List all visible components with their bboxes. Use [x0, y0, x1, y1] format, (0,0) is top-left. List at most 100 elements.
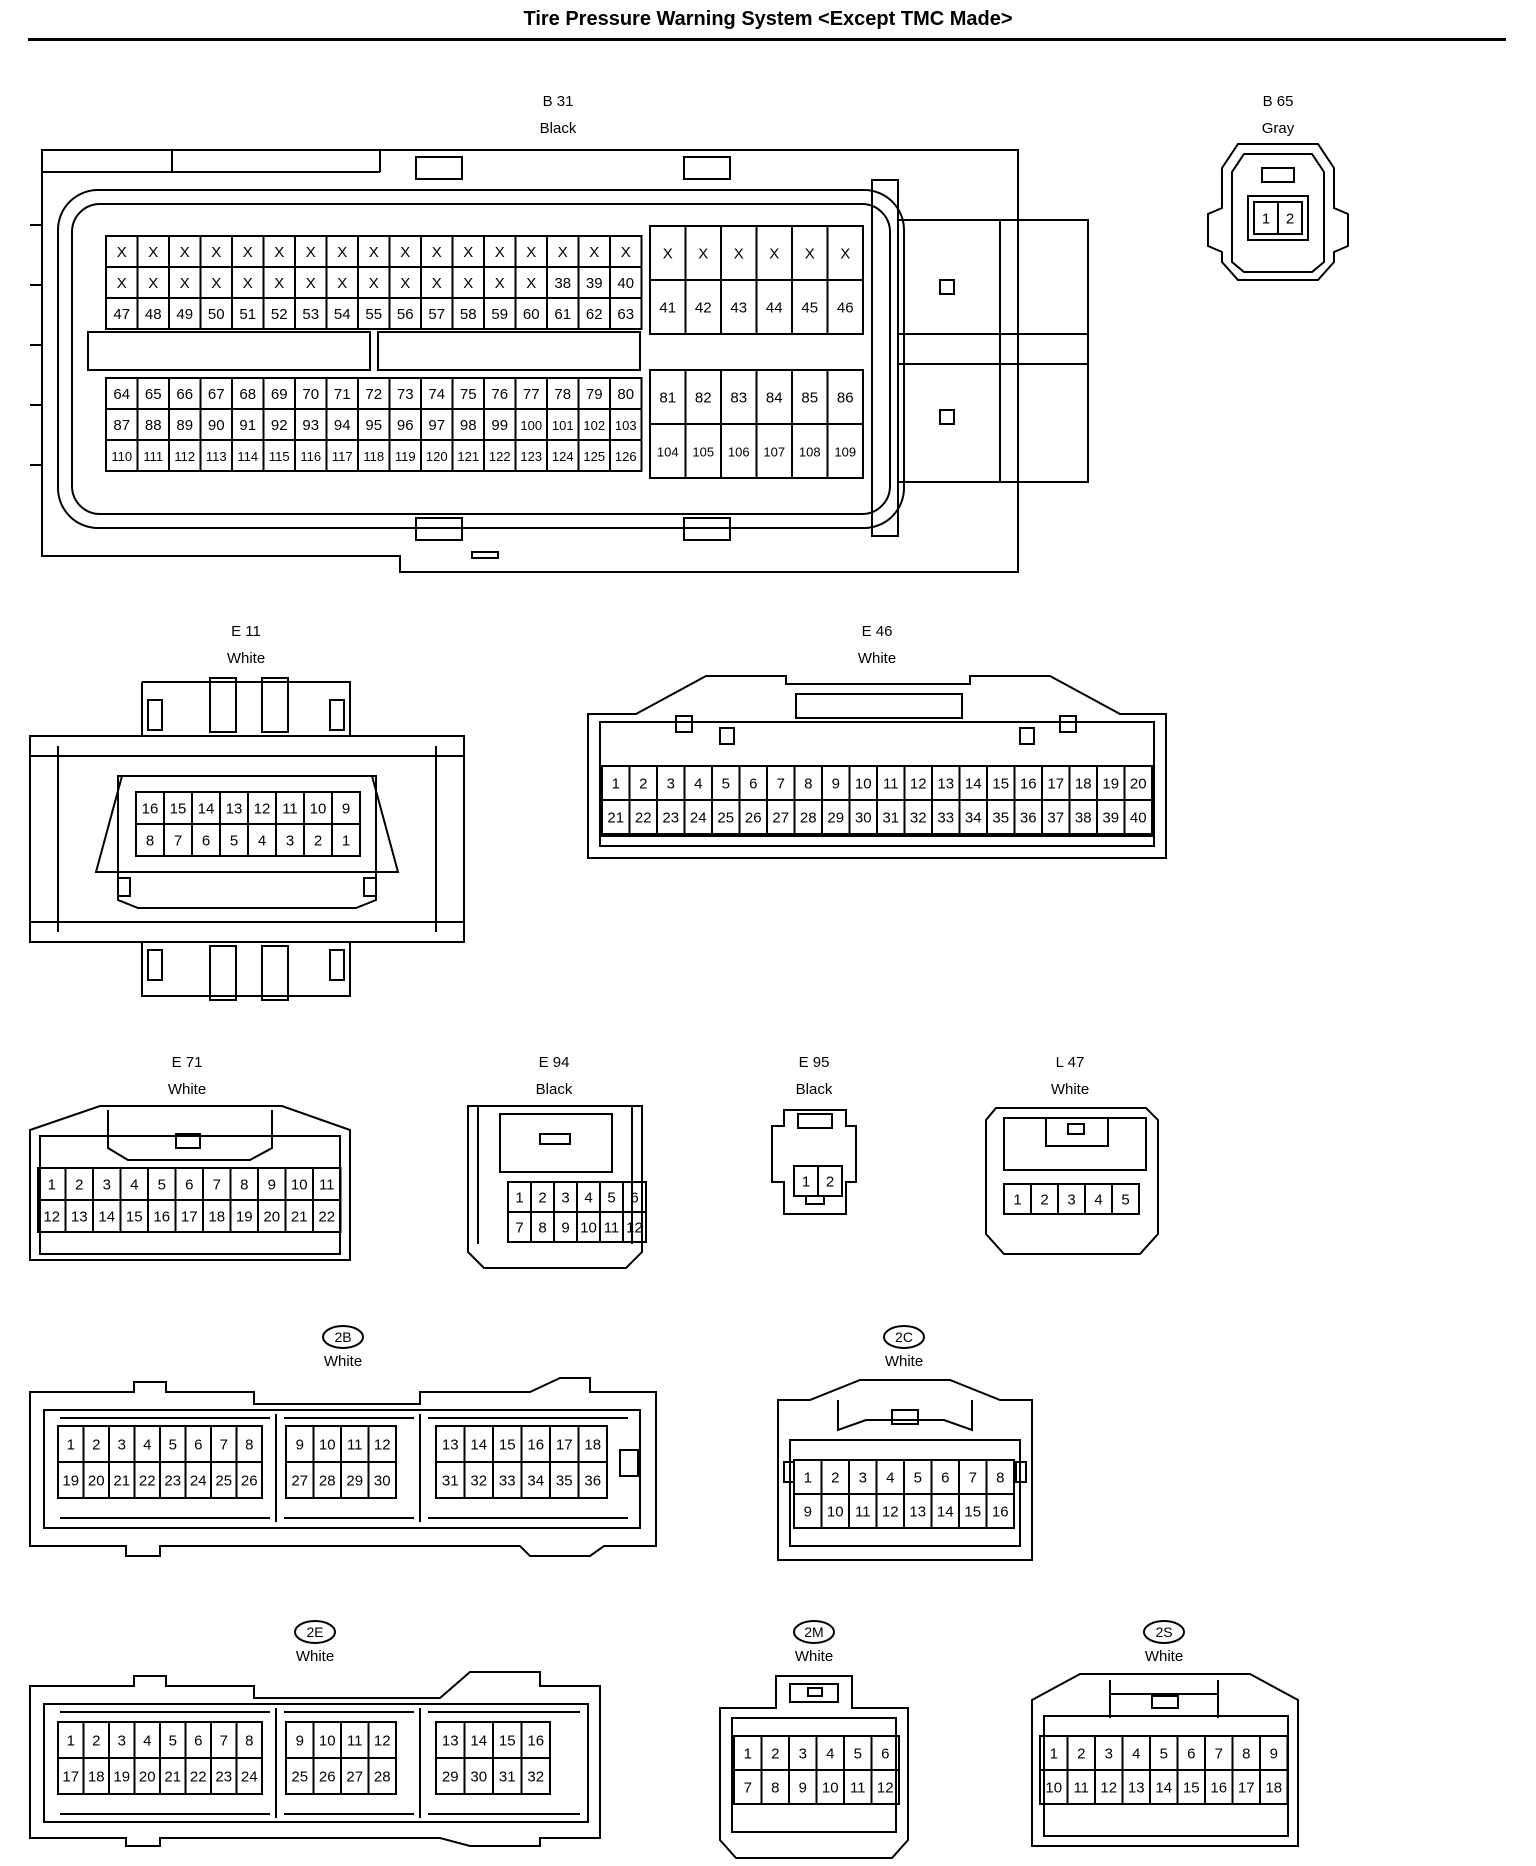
pin-label: 17	[181, 1208, 198, 1225]
pin-label: 53	[302, 306, 319, 323]
pin-label: 29	[346, 1472, 363, 1489]
pin-label: 84	[766, 389, 783, 406]
pin-cell	[622, 1211, 647, 1243]
pin-label: 102	[583, 418, 605, 433]
pin-label: 5	[1121, 1191, 1129, 1208]
pin-label: 4	[826, 1745, 834, 1762]
pin-label: X	[526, 244, 536, 261]
pin-label: 126	[615, 449, 637, 464]
pin-label: 22	[318, 1208, 335, 1225]
pin-label: 33	[937, 809, 954, 826]
pin-label: 21	[113, 1472, 130, 1489]
pin-label: 21	[291, 1208, 308, 1225]
pin-label: 10	[291, 1176, 308, 1193]
pin-label: 40	[617, 275, 634, 292]
pin-label: 15	[499, 1732, 516, 1749]
pin-label: 28	[800, 809, 817, 826]
pin-cell	[367, 1461, 397, 1499]
connector-2s-housing	[1031, 1673, 1299, 1847]
pin-label: 20	[1130, 775, 1147, 792]
pin-label: 17	[1238, 1779, 1255, 1796]
pin-label: 69	[271, 386, 288, 403]
pin-label: 1	[612, 775, 620, 792]
pin-cell	[312, 1199, 342, 1233]
pin-label: 73	[397, 386, 414, 403]
pin-label: 1	[1050, 1745, 1058, 1762]
pin-label: 14	[470, 1732, 487, 1749]
pin-cell	[367, 1757, 397, 1795]
pin-label: 24	[690, 809, 707, 826]
pin-label: X	[526, 275, 536, 292]
pin-label: 19	[236, 1208, 253, 1225]
pin-label: 4	[584, 1189, 592, 1206]
pin-label: 49	[176, 306, 193, 323]
pin-label: X	[495, 244, 505, 261]
connector-2e-id: 2E	[306, 1624, 323, 1640]
pin-label: 17	[62, 1768, 79, 1785]
pin-label: X	[148, 244, 158, 261]
pin-label: 94	[334, 417, 351, 434]
pin-label: 11	[855, 1503, 871, 1520]
pin-label: 111	[143, 449, 163, 464]
pin-label: X	[698, 245, 708, 262]
pin-label: 6	[194, 1436, 202, 1453]
pin-label: 8	[240, 1176, 248, 1193]
pin-label: X	[495, 275, 505, 292]
pin-label: 82	[695, 389, 712, 406]
pin-label: 10	[319, 1732, 336, 1749]
pin-label: 14	[937, 1503, 954, 1520]
pin-label: 8	[1242, 1745, 1250, 1762]
pin-label: 10	[822, 1779, 839, 1796]
pin-label: X	[558, 244, 568, 261]
pin-label: X	[211, 244, 221, 261]
pin-label: 12	[910, 775, 927, 792]
pin-label: 7	[174, 832, 182, 849]
pin-label: 5	[914, 1469, 922, 1486]
b31-divider-right	[377, 331, 641, 371]
pin-label: 5	[169, 1436, 177, 1453]
pin-label: 8	[245, 1732, 253, 1749]
pin-label: 1	[67, 1732, 75, 1749]
pin-label: 6	[630, 1189, 638, 1206]
pin-label: 35	[992, 809, 1009, 826]
pin-label: 25	[291, 1768, 308, 1785]
pin-label: 3	[1105, 1745, 1113, 1762]
connector-b31-id: B 31	[543, 93, 574, 110]
pin-label: 8	[245, 1436, 253, 1453]
pin-cell	[1111, 1183, 1140, 1215]
connector-e94-color: Black	[536, 1081, 573, 1098]
pin-label: 11	[347, 1732, 363, 1749]
pin-label: 57	[428, 306, 445, 323]
pin-label: 2	[1286, 210, 1294, 227]
connector-2b-id: 2B	[334, 1329, 351, 1345]
pin-label: 16	[527, 1732, 544, 1749]
pin-label: 16	[142, 800, 159, 817]
pin-label: 39	[586, 275, 603, 292]
pin-label: 11	[1073, 1779, 1089, 1796]
pin-label: 6	[941, 1469, 949, 1486]
pin-label: 15	[499, 1436, 516, 1453]
connector-e94-id: E 94	[539, 1054, 570, 1071]
pin-label: X	[243, 275, 253, 292]
pin-label: 18	[208, 1208, 225, 1225]
pin-label: 12	[43, 1208, 60, 1225]
pin-label: 27	[772, 809, 789, 826]
pin-label: 124	[552, 449, 574, 464]
pin-label: 6	[881, 1745, 889, 1762]
pin-label: 8	[804, 775, 812, 792]
pin-label: 6	[1187, 1745, 1195, 1762]
pin-label: 1	[804, 1469, 812, 1486]
pin-label: 11	[347, 1436, 363, 1453]
pin-cell	[985, 1493, 1015, 1529]
pin-label: 12	[374, 1436, 391, 1453]
pin-label: 112	[174, 449, 195, 464]
